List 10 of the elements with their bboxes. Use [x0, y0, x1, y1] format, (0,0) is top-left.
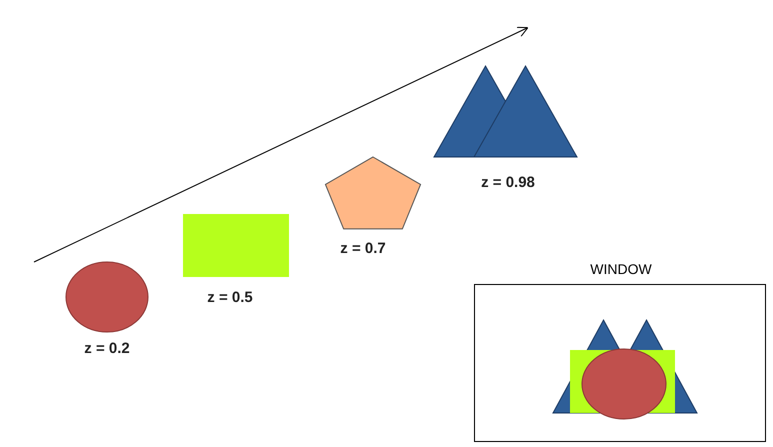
ellipse — [65, 261, 149, 333]
twin-triangles — [433, 65, 578, 158]
rectangle — [183, 214, 289, 277]
z-value-label: z = 0.5 — [207, 289, 253, 306]
z-value-label: z = 0.7 — [340, 240, 386, 257]
z-value-label: z = 0.2 — [84, 340, 130, 357]
stacked-shapes-drawing — [552, 319, 698, 420]
window-heading: WINDOW — [590, 261, 652, 277]
z-value-label: z = 0.98 — [481, 174, 535, 191]
pentagon — [323, 157, 423, 232]
